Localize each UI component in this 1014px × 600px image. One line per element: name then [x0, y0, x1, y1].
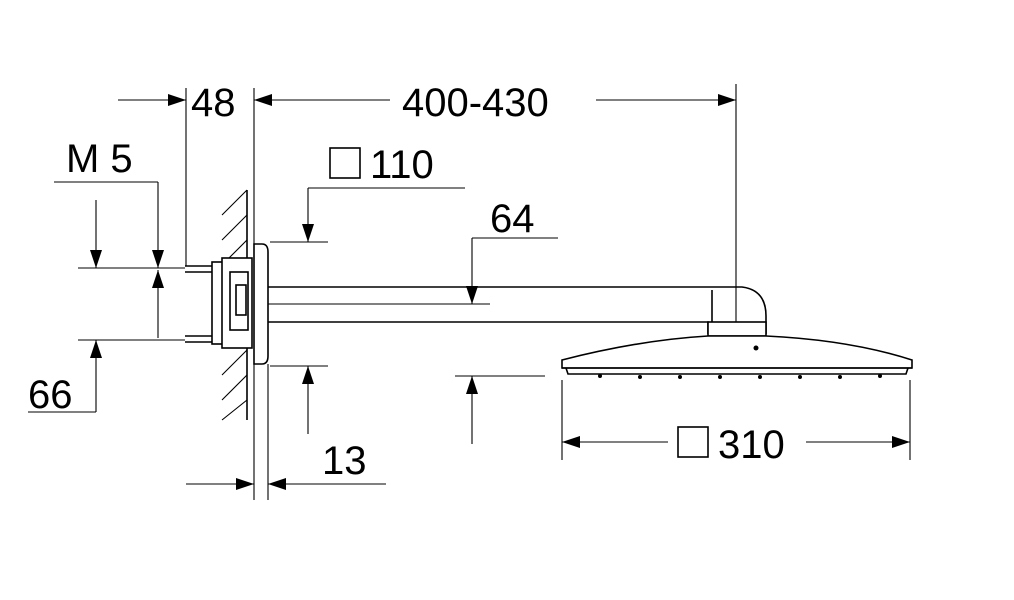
dimension-arm-length: 400-430: [254, 81, 736, 125]
label-66: 66: [28, 373, 73, 417]
label-arm-length: 400-430: [402, 81, 549, 125]
label-pipe: 64: [490, 197, 535, 241]
dimension-head: 310: [562, 423, 910, 467]
dimension-head-drop: [466, 376, 478, 444]
extension-lines: [78, 84, 911, 500]
square-symbol-icon: [677, 426, 709, 458]
dimension-66: 66: [28, 200, 164, 417]
dimension-13: 13: [186, 366, 386, 490]
dimension-pipe: 64: [466, 197, 558, 304]
shower-arm: [268, 286, 767, 334]
label-head: 310: [718, 423, 785, 467]
mounting-bracket: [185, 257, 253, 349]
label-48: 48: [191, 81, 236, 125]
label-plate: 110: [370, 143, 434, 187]
square-symbol-icon: [329, 147, 361, 179]
wall-flange: [253, 243, 269, 365]
label-13: 13: [322, 439, 367, 483]
dimension-48: 48: [118, 81, 272, 125]
dimension-thread: M 5: [54, 137, 164, 268]
shower-head: [561, 321, 913, 379]
label-thread: M 5: [66, 137, 133, 181]
dimension-plate: 110: [302, 143, 465, 242]
